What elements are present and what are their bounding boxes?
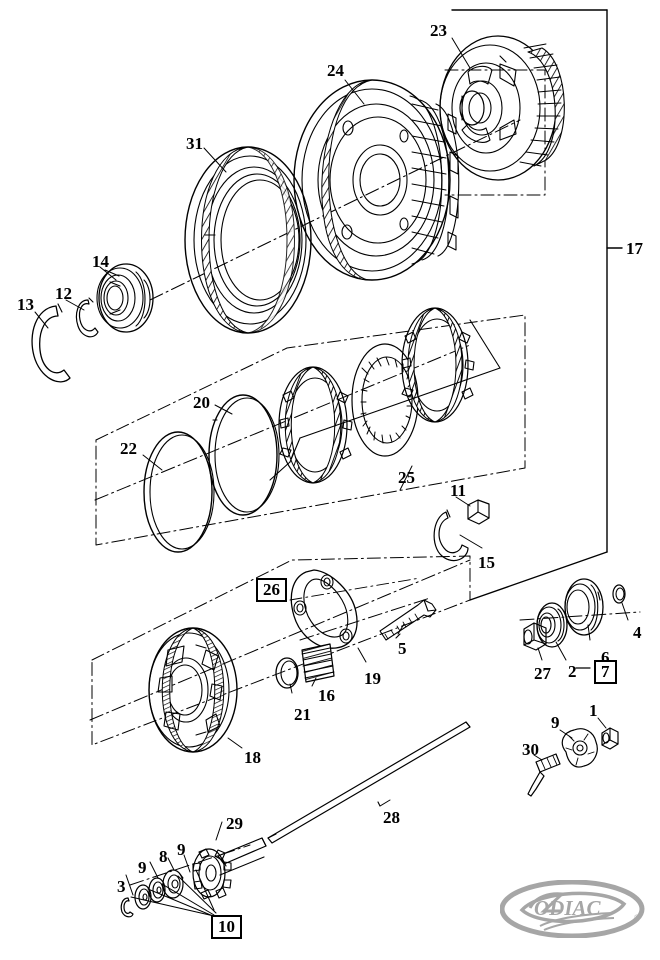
callout-19: 19 bbox=[364, 669, 381, 688]
group-boundary-boxes bbox=[91, 69, 546, 746]
part-30-pushrod bbox=[527, 753, 561, 797]
part-18-clutch-hub bbox=[148, 627, 243, 753]
callout-7: 7 bbox=[594, 660, 617, 684]
part-12-retaining-ring bbox=[65, 297, 99, 338]
callout-30: 30 bbox=[522, 740, 539, 759]
callout-22: 22 bbox=[120, 439, 137, 458]
trademark-symbol: ® bbox=[634, 914, 640, 922]
svg-text:ODIAC: ODIAC bbox=[534, 896, 602, 920]
callout-26: 26 bbox=[256, 578, 287, 602]
callout-13: 13 bbox=[17, 295, 34, 314]
callout-14: 14 bbox=[92, 252, 109, 271]
part-16-spring bbox=[301, 643, 335, 687]
callout-11: 11 bbox=[450, 481, 467, 500]
part-2-bearing bbox=[536, 602, 568, 661]
part-9-washer-a bbox=[148, 877, 166, 903]
part-9-washer-plate bbox=[559, 728, 598, 768]
callout-5: 5 bbox=[398, 639, 407, 658]
callout-4: 4 bbox=[633, 623, 642, 642]
part-6-seal bbox=[564, 578, 604, 641]
callout-8: 8 bbox=[159, 847, 168, 866]
callout-6: 6 bbox=[601, 648, 610, 667]
part-19-pressure-plate bbox=[289, 569, 421, 663]
part-14-bearing bbox=[96, 263, 154, 333]
callout-28: 28 bbox=[383, 808, 400, 827]
part-28-mainshaft-rod bbox=[267, 721, 471, 844]
kit-10-leaders bbox=[125, 854, 217, 917]
callout-31: 31 bbox=[186, 134, 203, 153]
part-24-clutch-shell bbox=[293, 79, 460, 281]
part-3-circlip bbox=[120, 897, 134, 918]
part-15-snap-ring bbox=[433, 509, 483, 562]
part-27-spacer bbox=[523, 622, 591, 669]
callout-1: 1 bbox=[589, 701, 598, 720]
part-1-nut bbox=[597, 717, 619, 750]
friction-plate-right bbox=[401, 307, 475, 423]
friction-plate-left bbox=[278, 366, 353, 484]
callout-25: 25 bbox=[398, 468, 415, 487]
part-5-bolt bbox=[379, 599, 437, 641]
part-4-o-ring bbox=[612, 584, 629, 621]
callout-9-low: 9 bbox=[138, 858, 147, 877]
zodiac-logo: ODIAC ® bbox=[499, 879, 645, 939]
callout-16: 16 bbox=[318, 686, 335, 705]
part-13-retaining-ring-large bbox=[31, 303, 71, 383]
part-22-ring bbox=[142, 431, 215, 553]
part-21-o-ring bbox=[275, 657, 299, 694]
part-8-bearing-small bbox=[162, 869, 184, 899]
part-25-plate-set bbox=[269, 307, 501, 491]
callout-23: 23 bbox=[430, 21, 447, 40]
part-23-compensating-sprocket bbox=[439, 35, 565, 181]
callout-17: 17 bbox=[626, 239, 643, 258]
part-31-starter-ring-gear bbox=[184, 146, 312, 334]
part-9-washer-b bbox=[134, 884, 152, 910]
callout-9-mid: 9 bbox=[177, 840, 186, 859]
callout-24: 24 bbox=[327, 61, 344, 80]
part-11-nut bbox=[455, 496, 490, 525]
callout-2: 2 bbox=[568, 662, 577, 681]
callout-9-upper: 9 bbox=[551, 713, 560, 732]
callout-29: 29 bbox=[226, 814, 243, 833]
callout-21: 21 bbox=[294, 705, 311, 724]
callout-3: 3 bbox=[117, 877, 126, 896]
callout-10: 10 bbox=[211, 915, 242, 939]
callout-27: 27 bbox=[534, 664, 551, 683]
assembly-bracket-17 bbox=[451, 9, 623, 601]
callout-12: 12 bbox=[55, 284, 72, 303]
callout-18: 18 bbox=[244, 748, 261, 767]
callout-20: 20 bbox=[193, 393, 210, 412]
callout-15: 15 bbox=[478, 553, 495, 572]
part-20-ring bbox=[208, 394, 280, 516]
center-axis-lines bbox=[89, 119, 641, 886]
